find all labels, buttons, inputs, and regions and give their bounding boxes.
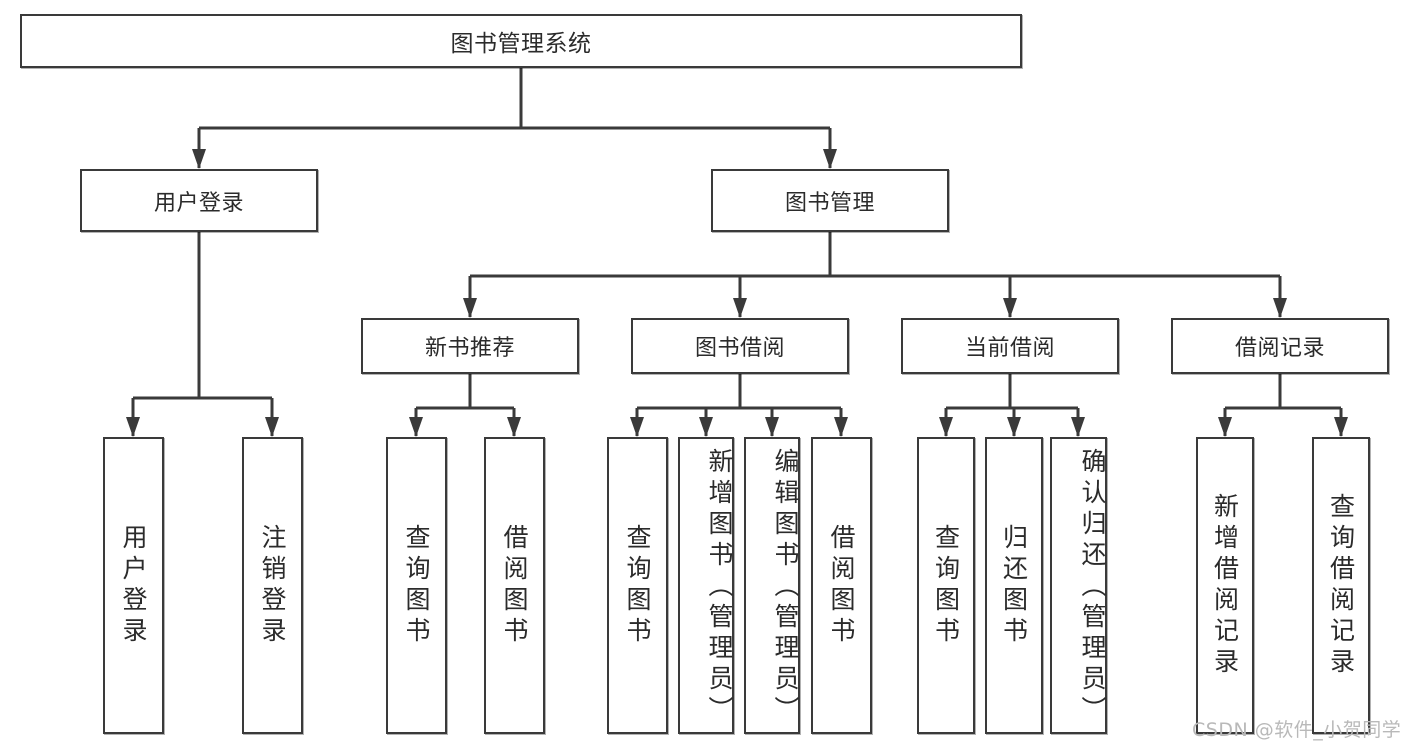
node-book-management[interactable]: 图书管理: [711, 169, 949, 232]
node-label: 用户登录: [119, 523, 148, 648]
leaf-add-borrow-record[interactable]: 新增借阅记录: [1196, 437, 1254, 734]
leaf-confirm-return-admin[interactable]: 确认归还（管理员）: [1050, 437, 1107, 734]
leaf-query-book-current[interactable]: 查询图书: [917, 437, 975, 734]
node-label: 用户登录: [153, 190, 244, 216]
node-label: 当前借阅: [964, 336, 1055, 361]
node-borrow-record[interactable]: 借阅记录: [1171, 318, 1389, 374]
leaf-user-login[interactable]: 用户登录: [103, 437, 164, 734]
node-label: 借阅图书: [500, 523, 529, 648]
watermark: CSDN @软件_小贺同学: [1192, 719, 1402, 741]
node-current-borrow[interactable]: 当前借阅: [901, 318, 1119, 374]
node-label: 查询图书: [931, 523, 961, 648]
node-label: 新增图书（管理员）: [705, 448, 734, 727]
node-new-book-recommend[interactable]: 新书推荐: [361, 318, 579, 374]
node-label: 新书推荐: [424, 336, 515, 361]
node-label: 新增借阅记录: [1210, 492, 1240, 679]
node-label: 查询图书: [623, 523, 652, 648]
leaf-logout-login[interactable]: 注销登录: [242, 437, 303, 734]
leaf-borrow-book[interactable]: 借阅图书: [811, 437, 872, 734]
leaf-add-book-admin[interactable]: 新增图书（管理员）: [678, 437, 734, 734]
leaf-query-book-recommend[interactable]: 查询图书: [386, 437, 447, 734]
leaf-borrow-book-recommend[interactable]: 借阅图书: [484, 437, 545, 734]
node-label: 编辑图书（管理员）: [771, 448, 800, 727]
node-label: 图书管理: [784, 190, 875, 216]
node-label: 借阅图书: [827, 523, 856, 648]
leaf-query-borrow-record[interactable]: 查询借阅记录: [1312, 437, 1370, 734]
node-user-login[interactable]: 用户登录: [80, 169, 318, 232]
node-root-book-management-system[interactable]: 图书管理系统: [20, 14, 1022, 68]
leaf-query-book-borrow[interactable]: 查询图书: [607, 437, 668, 734]
node-label: 确认归还（管理员）: [1078, 448, 1107, 727]
leaf-edit-book-admin[interactable]: 编辑图书（管理员）: [744, 437, 800, 734]
node-label: 查询借阅记录: [1326, 492, 1356, 679]
node-label: 归还图书: [999, 523, 1029, 648]
node-label: 图书借阅: [694, 336, 785, 361]
node-book-borrow[interactable]: 图书借阅: [631, 318, 849, 374]
node-label: 查询图书: [402, 523, 431, 648]
node-label: 图书管理系统: [450, 31, 592, 57]
leaf-return-book[interactable]: 归还图书: [985, 437, 1043, 734]
node-label: 注销登录: [258, 523, 287, 648]
node-label: 借阅记录: [1234, 336, 1325, 361]
